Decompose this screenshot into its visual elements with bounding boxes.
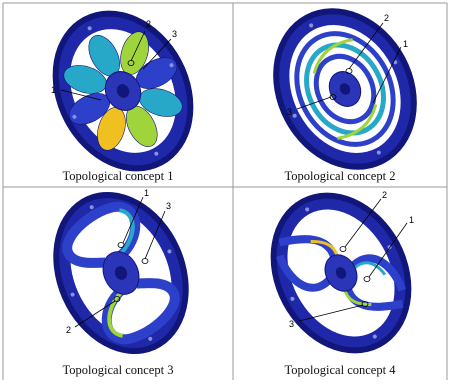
callout-label: 1 xyxy=(409,215,414,225)
panel-concept-4: 1 2 3 Topological concept 4 xyxy=(233,187,447,380)
callout-label: 1 xyxy=(403,39,408,49)
wheel-concept-1: 1 2 3 xyxy=(51,10,194,172)
wheel-concept-4: 1 2 3 xyxy=(270,190,414,354)
callout-label: 1 xyxy=(144,188,149,198)
panel-caption: Topological concept 4 xyxy=(284,363,396,377)
panel-concept-1: 1 2 3 Topological concept 1 xyxy=(3,3,233,187)
callout-label: 3 xyxy=(166,201,171,211)
panel-caption: Topological concept 1 xyxy=(62,169,174,183)
panel-concept-2: 1 2 3 Topological concept 2 xyxy=(233,3,447,187)
callout-label: 2 xyxy=(382,190,387,200)
callout-label: 3 xyxy=(172,29,177,39)
callout-label: 2 xyxy=(66,325,71,335)
callout-label: 3 xyxy=(287,107,292,117)
panel-caption: Topological concept 2 xyxy=(284,169,396,183)
callout-label: 2 xyxy=(384,13,389,23)
callout-label: 2 xyxy=(146,19,151,29)
panel-caption: Topological concept 3 xyxy=(62,363,174,377)
panel-concept-3: 1 2 3 Topological concept 3 xyxy=(3,187,233,380)
callout-label: 3 xyxy=(289,319,294,329)
callout-label: 1 xyxy=(51,85,56,95)
wheel-concept-2: 1 2 3 xyxy=(273,8,417,170)
wheel-concept-3: 1 2 3 xyxy=(53,188,189,355)
